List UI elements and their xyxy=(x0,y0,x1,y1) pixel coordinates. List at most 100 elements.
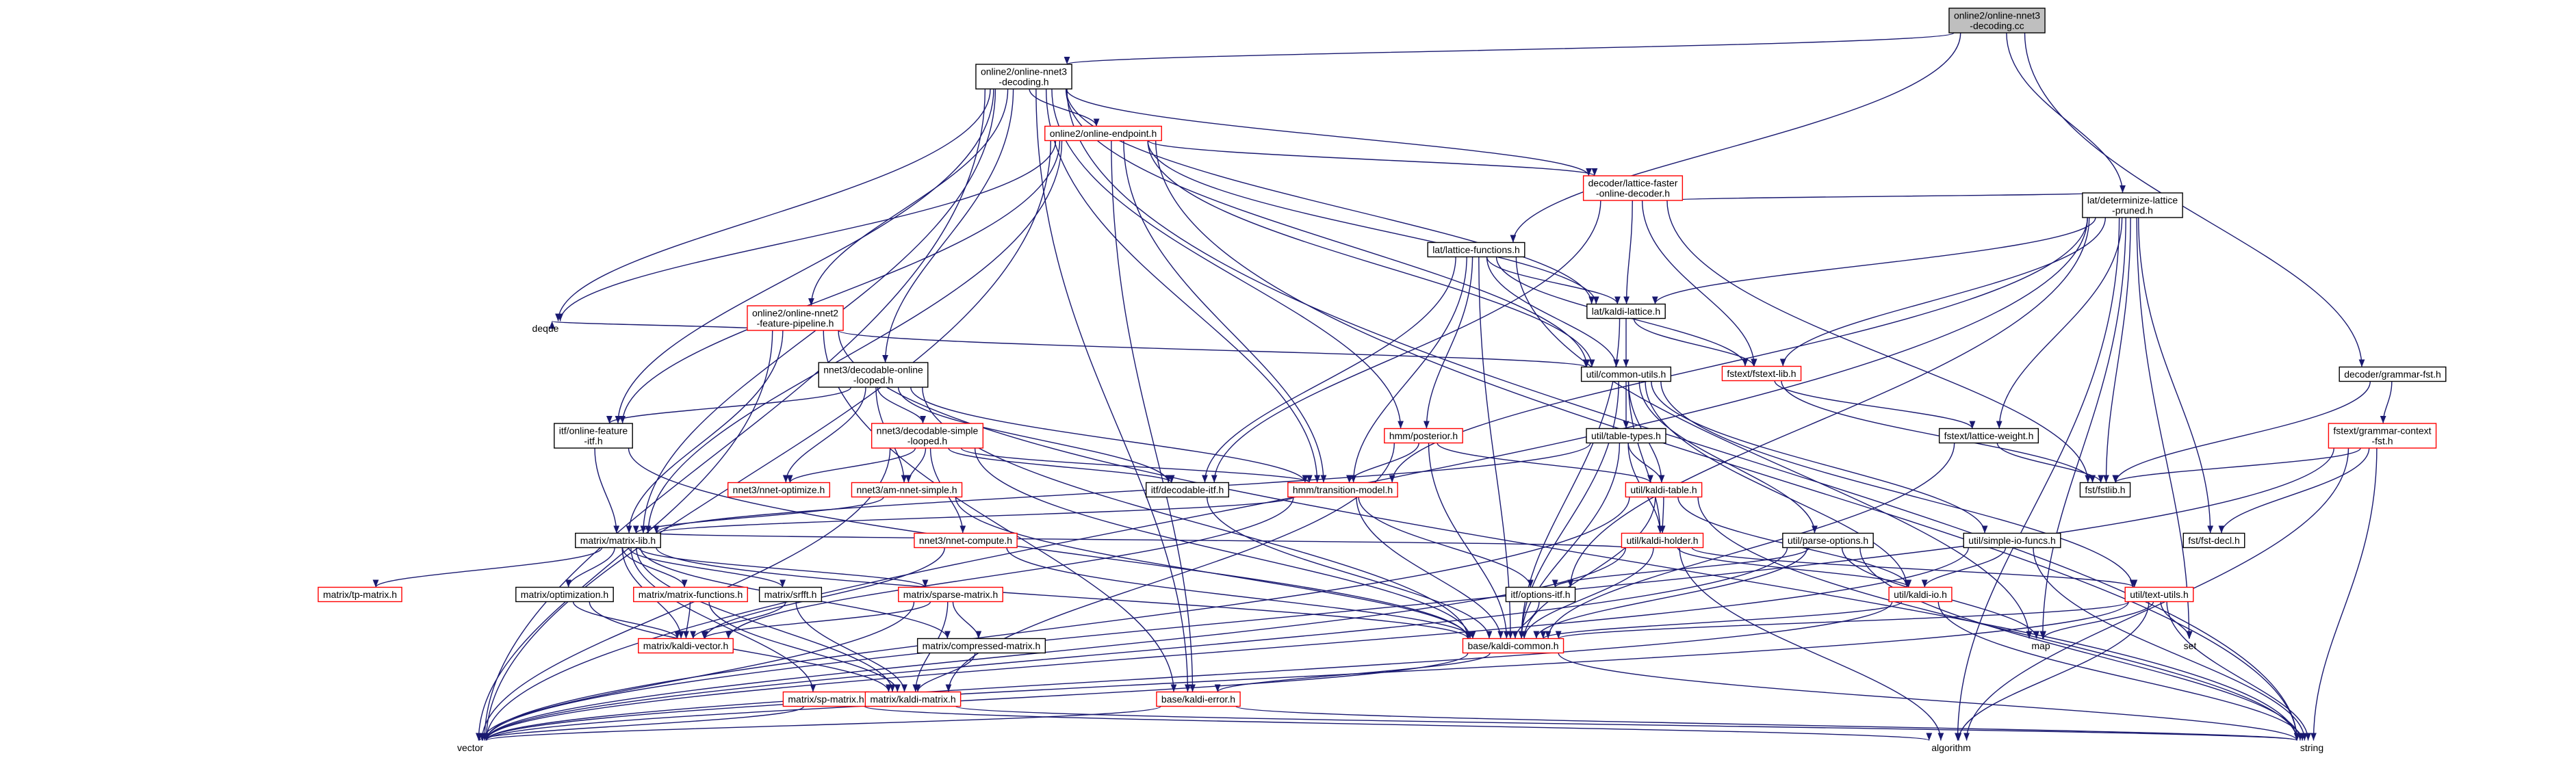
node-algorithm: algorithm xyxy=(1931,742,1971,753)
node-string: string xyxy=(2300,742,2323,753)
node-label: matrix/kaldi-vector.h xyxy=(643,640,728,651)
edge-spmatrix-to-algorithm xyxy=(864,705,1932,742)
node-kaldivector[interactable]: matrix/kaldi-vector.h xyxy=(638,638,734,654)
node-matrixlib[interactable]: matrix/matrix-lib.h xyxy=(575,532,661,549)
node-box xyxy=(2182,532,2245,549)
node-decodableonline[interactable]: nnet3/decodable-online-looped.h xyxy=(818,362,929,388)
node-kaldicommon[interactable]: base/kaldi-common.h xyxy=(1462,638,1564,654)
edge-grammarctx-to-algorithm xyxy=(1963,447,2349,741)
edge-kaldilattice-to-fstextlib xyxy=(1633,318,1757,367)
node-compressed[interactable]: matrix/compressed-matrix.h xyxy=(916,638,1046,654)
node-sparsematrix[interactable]: matrix/sparse-matrix.h xyxy=(898,586,1003,603)
node-transmodel[interactable]: hmm/transition-model.h xyxy=(1287,482,1398,498)
node-fstfstlib[interactable]: fst/fstlib.h xyxy=(2079,482,2131,498)
edge-endpoint-to-matrixlib xyxy=(645,140,1063,534)
edge-latfaster-to-kaldilattice xyxy=(1623,200,1633,304)
edge-onnet3dec-to-featpipe xyxy=(808,88,1009,306)
node-label: util/common-utils.h xyxy=(1586,369,1666,380)
node-label: matrix/kaldi-matrix.h xyxy=(870,694,955,705)
node-label: util/text-utils.h xyxy=(2130,589,2189,600)
node-optimization[interactable]: matrix/optimization.h xyxy=(515,586,614,603)
node-latfaster[interactable]: decoder/lattice-faster-online-decoder.h xyxy=(1582,175,1684,201)
node-label: util/kaldi-io.h xyxy=(1894,589,1947,600)
edge-commonutils-to-kaldiio xyxy=(1645,381,1910,588)
edge-kaldiholder-to-matrixlib xyxy=(654,532,1627,549)
edge-decodableonline-to-transmodel xyxy=(910,386,1309,483)
node-decsimple[interactable]: nnet3/decodable-simple-looped.h xyxy=(871,423,984,449)
node-decodableitf[interactable]: itf/decodable-itf.h xyxy=(1145,482,1230,498)
node-vector: vector xyxy=(457,742,483,753)
node-kaldiio[interactable]: util/kaldi-io.h xyxy=(1888,586,1953,603)
node-kaldiholder[interactable]: util/kaldi-holder.h xyxy=(1621,532,1704,549)
edge-optionsitf-to-kaldicommon xyxy=(1512,601,1540,639)
node-parseoptions[interactable]: util/parse-options.h xyxy=(1782,532,1874,549)
edge-decodableonline-to-onlinefeat xyxy=(606,386,852,424)
edge-matrixlib-to-tpmatrix xyxy=(372,547,603,588)
node-onlinefeat[interactable]: itf/online-feature-itf.h xyxy=(554,423,633,449)
edge-optimization-to-kaldimatrix xyxy=(589,601,892,692)
node-label: util/kaldi-table.h xyxy=(1630,484,1697,495)
node-kalditable[interactable]: util/kaldi-table.h xyxy=(1625,482,1703,498)
node-optionsitf[interactable]: itf/options-itf.h xyxy=(1505,586,1576,603)
node-fstextlib[interactable]: fstext/fstext-lib.h xyxy=(1721,365,1802,382)
edge-parseoptions-to-vector xyxy=(483,547,1788,741)
edge-decsimple-to-nnetoptimize xyxy=(786,447,916,483)
node-label: matrix/srfft.h xyxy=(764,589,817,600)
edge-featpipe-to-commonutils xyxy=(838,330,1589,368)
node-simpleio[interactable]: util/simple-io-funcs.h xyxy=(1963,532,2061,549)
node-box xyxy=(1462,638,1564,654)
node-commonutils[interactable]: util/common-utils.h xyxy=(1580,366,1672,382)
edge-commonutils-to-textutils xyxy=(1660,381,2136,588)
node-featpipe[interactable]: online2/online-nnet2-feature-pipeline.h xyxy=(747,305,844,331)
node-matfunctions[interactable]: matrix/matrix-functions.h xyxy=(633,586,748,603)
edge-root-to-determinize xyxy=(2006,32,2126,194)
node-kaldimatrix[interactable]: matrix/kaldi-matrix.h xyxy=(864,691,962,707)
node-determinize[interactable]: lat/determinize-lattice-pruned.h xyxy=(2082,192,2183,218)
edge-commonutils-to-kaldicommon xyxy=(1518,381,1619,639)
node-set: set xyxy=(2184,640,2197,651)
node-grammarfst[interactable]: decoder/grammar-fst.h xyxy=(2339,366,2447,382)
edge-amnnet-to-kaldicommon xyxy=(955,497,1472,639)
node-label: hmm/transition-model.h xyxy=(1293,484,1393,495)
edge-onnet3dec-to-latfaster xyxy=(1066,88,1592,176)
edge-determinize-to-vector xyxy=(483,217,2088,741)
edge-decsimple-to-kaldicommon xyxy=(974,447,1473,639)
node-fstdecl[interactable]: fst/fst-decl.h xyxy=(2182,532,2245,549)
node-spmatrix[interactable]: matrix/sp-matrix.h xyxy=(782,691,870,707)
node-root[interactable]: online2/online-nnet3-decoding.cc xyxy=(1948,8,2046,34)
edge-decodableonline-to-nnetoptimize xyxy=(782,386,866,483)
edge-simpleio-to-kaldiio xyxy=(1921,547,2007,588)
node-label: algorithm xyxy=(1931,742,1971,753)
node-grammarctx[interactable]: fstext/grammar-context-fst.h xyxy=(2328,423,2437,449)
edge-kaldierror-to-string xyxy=(1235,705,2300,742)
node-label: util/parse-options.h xyxy=(1788,535,1868,546)
node-onnet3dec[interactable]: online2/online-nnet3-decoding.h xyxy=(975,64,1072,90)
node-hmmposterior[interactable]: hmm/posterior.h xyxy=(1384,428,1463,444)
node-tabletypes[interactable]: util/table-types.h xyxy=(1586,428,1666,444)
node-box xyxy=(2328,423,2437,449)
node-box xyxy=(871,423,984,449)
edge-kalditable-to-string xyxy=(1697,497,2300,741)
edge-nnetcompute-to-kaldicommon xyxy=(1006,547,1476,639)
node-label: deque xyxy=(532,323,559,334)
node-endpoint[interactable]: online2/online-endpoint.h xyxy=(1044,125,1162,142)
node-box xyxy=(916,638,1046,654)
edge-decsimple-to-transmodel xyxy=(960,447,1313,484)
node-latfunc[interactable]: lat/lattice-functions.h xyxy=(1427,241,1525,258)
node-amnnet[interactable]: nnet3/am-nnet-simple.h xyxy=(851,482,963,498)
node-box xyxy=(318,586,402,603)
node-box xyxy=(818,362,929,388)
edge-latweight-to-kaldicommon xyxy=(1545,443,1955,639)
node-nnetoptimize[interactable]: nnet3/nnet-optimize.h xyxy=(727,482,831,498)
edge-endpoint-to-kaldilattice xyxy=(1147,140,1599,304)
node-box xyxy=(1145,482,1230,498)
node-kaldierror[interactable]: base/kaldi-error.h xyxy=(1156,691,1241,707)
node-srfft[interactable]: matrix/srfft.h xyxy=(758,586,823,603)
node-textutils[interactable]: util/text-utils.h xyxy=(2124,586,2194,603)
node-tpmatrix[interactable]: matrix/tp-matrix.h xyxy=(318,586,402,603)
node-label: vector xyxy=(457,742,483,753)
node-kaldilattice[interactable]: lat/kaldi-lattice.h xyxy=(1586,303,1666,319)
node-label: online2/online-endpoint.h xyxy=(1050,128,1157,139)
node-latweight[interactable]: fstext/lattice-weight.h xyxy=(1938,428,2039,444)
node-nnetcompute[interactable]: nnet3/nnet-compute.h xyxy=(914,532,1018,549)
